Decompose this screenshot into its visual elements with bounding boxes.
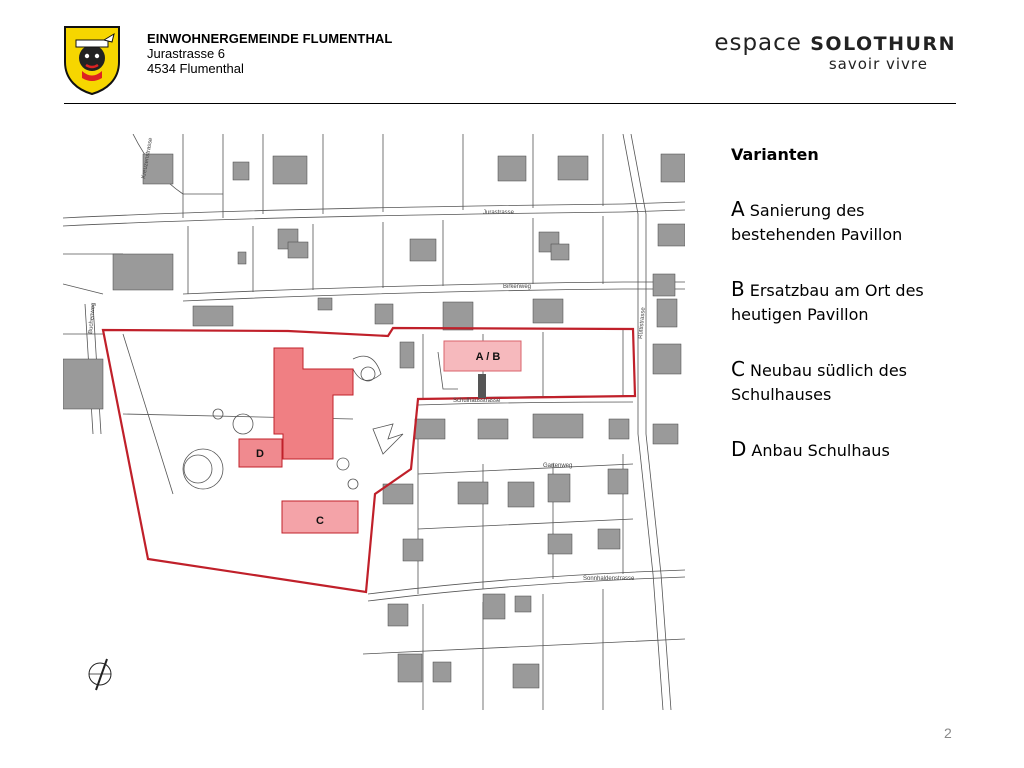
brand-tagline: savoir vivre [828, 55, 928, 73]
street-label-schulhausstrasse: Schulhausstrasse [453, 398, 501, 404]
zone-label-d: D [256, 448, 264, 460]
page-number: 2 [944, 725, 952, 741]
street-label-jurastrasse: Jurastrasse [483, 210, 515, 216]
legend-letter: A [731, 197, 745, 221]
brand-name: SOLOTHURN [810, 33, 956, 55]
street-label-sonnhaldenstrasse: Sonnhaldenstrasse [583, 576, 635, 582]
legend-text: Sanierung des bestehenden Pavillon [731, 201, 903, 244]
brand-logo: espace SOLOTHURN savoir vivre [714, 30, 956, 73]
legend-letter: D [731, 437, 747, 461]
legend-letter: C [731, 357, 745, 381]
street-label-gartenweg: Gartenweg [543, 463, 572, 469]
organization-address: EINWOHNERGEMEINDE FLUMENTHAL Jurastrasse… [147, 31, 392, 76]
street-label-birkenweg: Birkenweg [503, 284, 531, 290]
street-label-ruettistrasse: Rüttistrasse [638, 306, 647, 339]
organization-city: 4534 Flumenthal [147, 61, 244, 76]
zone-label-c: C [316, 515, 324, 527]
header-divider [64, 103, 956, 104]
street-label-buchenweg: Buchenweg [88, 302, 97, 334]
organization-name: EINWOHNERGEMEINDE FLUMENTHAL [147, 31, 393, 46]
legend-title: Varianten [731, 145, 819, 164]
legend-text: Ersatzbau am Ort des heutigen Pavillon [731, 281, 924, 324]
legend-text: Neubau südlich des Schulhauses [731, 361, 907, 404]
organization-street: Jurastrasse 6 [147, 46, 226, 61]
municipality-crest [62, 24, 122, 96]
brand-prefix: espace [714, 30, 802, 56]
legend-letter: B [731, 277, 745, 301]
legend-text: Anbau Schulhaus [751, 441, 890, 460]
north-arrow-icon [88, 658, 112, 691]
site-map: A / B D C Jurastrasse Birkenweg Schulhau… [63, 134, 685, 710]
zone-label-a-b: A / B [476, 351, 501, 363]
